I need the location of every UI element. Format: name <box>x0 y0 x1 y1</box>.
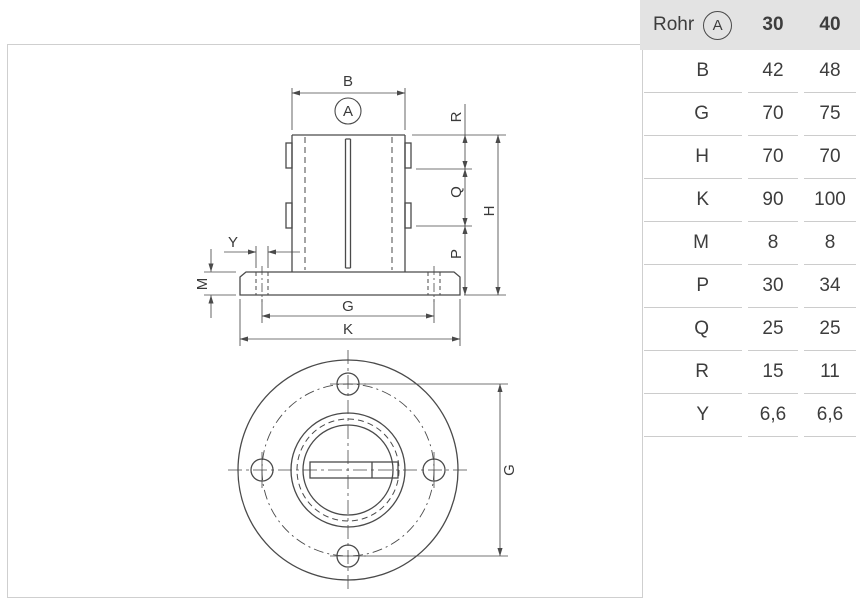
header-col-30: 30 <box>762 14 784 35</box>
row-value-40: 34 <box>804 265 856 308</box>
row-value-30: 70 <box>748 136 798 179</box>
front-view <box>239 134 461 296</box>
row-label: R <box>644 351 742 394</box>
dim-label-a: A <box>343 103 353 120</box>
dim-label-h: H <box>481 206 498 217</box>
table-row: H 70 70 <box>640 136 860 179</box>
row-label: Y <box>644 394 742 437</box>
row-value-40: 25 <box>804 308 856 351</box>
row-label: K <box>644 179 742 222</box>
table-row: Q 25 25 <box>640 308 860 351</box>
table-row: G 70 75 <box>640 93 860 136</box>
dimension-lines <box>204 88 508 557</box>
table-row: M 8 8 <box>640 222 860 265</box>
row-label: B <box>644 50 742 93</box>
dim-label-y: Y <box>228 234 238 251</box>
table-row: K 90 100 <box>640 179 860 222</box>
header-rohr-label: Rohr <box>653 14 695 35</box>
dimension-table: Rohr A 30 40 B 42 48 G 70 75 H 70 70 K 9… <box>640 0 860 437</box>
table-row: P 30 34 <box>640 265 860 308</box>
row-label: G <box>644 93 742 136</box>
bottom-view <box>228 350 468 592</box>
row-value-40: 8 <box>804 222 856 265</box>
dim-label-k: K <box>343 321 353 338</box>
circled-a-icon: A <box>703 10 733 40</box>
row-value-30: 6,6 <box>748 394 798 437</box>
row-label: M <box>644 222 742 265</box>
row-value-30: 8 <box>748 222 798 265</box>
dim-label-p: P <box>448 249 465 259</box>
table-header: Rohr A 30 40 <box>640 0 860 50</box>
row-label: H <box>644 136 742 179</box>
table-header-label-cell: Rohr A <box>644 10 742 40</box>
row-value-30: 90 <box>748 179 798 222</box>
row-label: P <box>644 265 742 308</box>
drawing-area: B A R Q P H M Y G K G <box>7 44 643 598</box>
row-value-40: 70 <box>804 136 856 179</box>
row-label: Q <box>644 308 742 351</box>
row-value-40: 100 <box>804 179 856 222</box>
dim-label-q: Q <box>448 186 465 198</box>
row-value-40: 75 <box>804 93 856 136</box>
front-view-hidden-lines <box>255 137 441 302</box>
dim-label-g-bottom: G <box>501 464 518 476</box>
dim-label-r: R <box>448 111 465 122</box>
flange-drawing: B A R Q P H M Y G K G <box>194 73 518 592</box>
row-value-30: 30 <box>748 265 798 308</box>
row-value-30: 42 <box>748 50 798 93</box>
dimension-labels: B A R Q P H M Y G K G <box>194 73 518 476</box>
row-value-40: 11 <box>804 351 856 394</box>
table-row: B 42 48 <box>640 50 860 93</box>
table-row: R 15 11 <box>640 351 860 394</box>
row-value-30: 70 <box>748 93 798 136</box>
row-value-30: 25 <box>748 308 798 351</box>
header-col-40: 40 <box>819 14 841 35</box>
row-value-30: 15 <box>748 351 798 394</box>
dim-label-b: B <box>343 73 353 90</box>
circled-a-callout <box>334 97 362 125</box>
dim-label-g-front: G <box>342 298 354 315</box>
row-value-40: 6,6 <box>804 394 856 437</box>
dim-label-m: M <box>194 278 211 291</box>
row-value-40: 48 <box>804 50 856 93</box>
table-row: Y 6,6 6,6 <box>640 394 860 437</box>
